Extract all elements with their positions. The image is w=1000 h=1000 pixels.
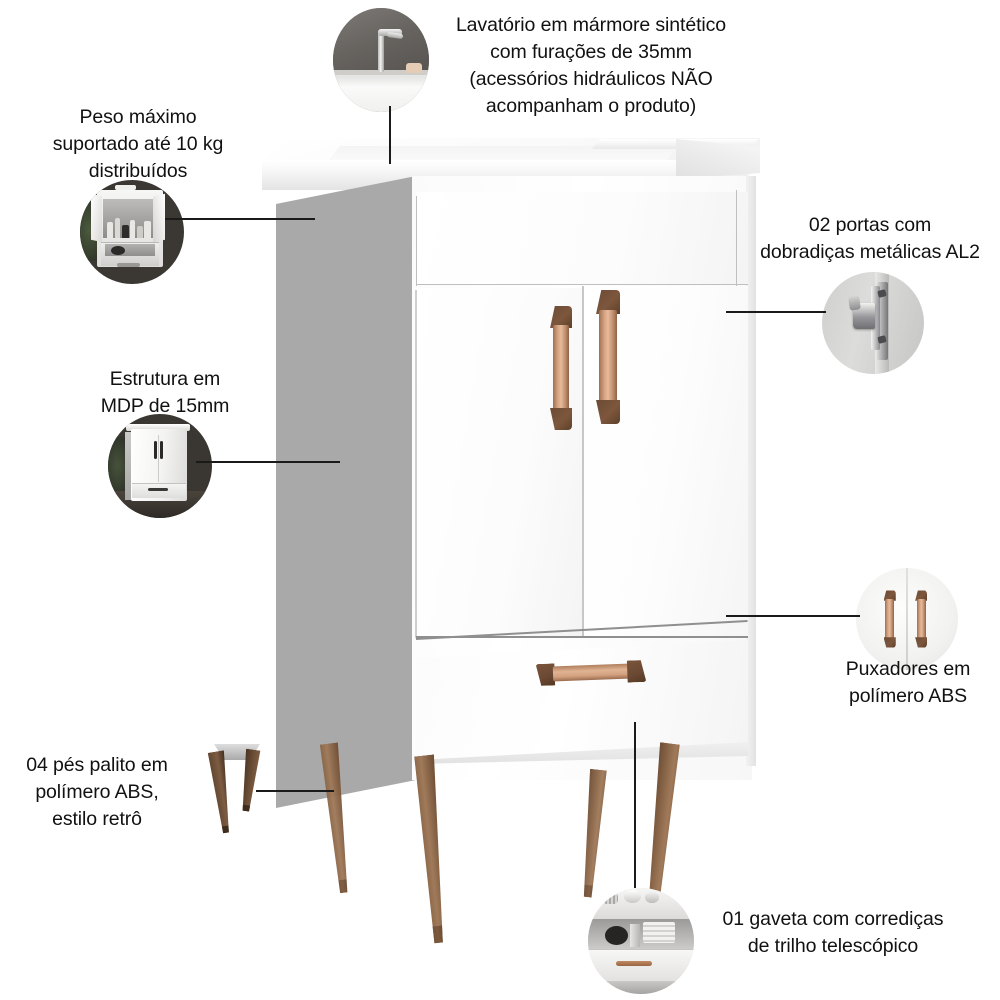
callout-thumb-open-cabinet [80, 180, 184, 284]
leader-line-estrutura-mdp [196, 461, 340, 463]
handle-bar [552, 663, 630, 682]
handle-cap-right [627, 660, 647, 683]
cabinet-drawer[interactable] [416, 640, 748, 760]
handle-icon-right [915, 590, 928, 648]
callout-text-puxadores: Puxadores em polímero ABS [845, 658, 971, 707]
leader-line-peso-maximo [165, 218, 315, 220]
leg-tip [422, 925, 454, 945]
leader-line-lavatorio [389, 106, 391, 164]
cabinet-icon [80, 180, 184, 284]
leg-shaft [404, 754, 453, 944]
handle-bar [599, 310, 617, 404]
doors-bottom-seam [416, 636, 748, 638]
door-left-edge-seam [415, 290, 417, 638]
cabinet-leg-front-left [404, 754, 453, 944]
drawer-handle[interactable] [536, 660, 647, 686]
leader-line-puxadores [726, 615, 860, 617]
handle-bar [553, 324, 569, 412]
callout-text-peso-maximo: Peso máximo suportado até 10 kg distribu… [52, 106, 224, 182]
handle-cap-top [550, 306, 572, 329]
cabinet-side-panel [276, 176, 416, 808]
handle-cap-bottom [596, 399, 620, 424]
callout-thumb-faucet [333, 8, 429, 112]
hinge-icon [822, 272, 924, 374]
handle-cap-bottom [550, 407, 572, 430]
callout-thumb-handles [856, 568, 958, 670]
drawer-icon [588, 888, 694, 994]
callout-thumb-hinge [822, 272, 924, 374]
callout-text-pes-palito: 04 pés palito em polímero ABS, estilo re… [26, 754, 168, 830]
handle-icon [856, 568, 958, 670]
furniture-leg-icon-left [202, 750, 237, 834]
leader-line-pes-palito [256, 790, 334, 792]
leader-line-portas [726, 311, 826, 313]
top-rail-right-hairline [736, 190, 738, 286]
callout-thumb-drawer [588, 888, 694, 994]
basin-back-ledge [592, 139, 758, 149]
cabinet-top-rail [416, 192, 748, 284]
callout-thumb-cabinet [108, 414, 212, 518]
leg-shaft [577, 769, 614, 899]
door-center-seam [582, 286, 584, 638]
callout-text-estrutura-mdp: Estrutura em MDP de 15mm [100, 368, 230, 417]
cabinet-leg-back-right [577, 769, 614, 899]
handle-icon-left [883, 590, 896, 648]
cabinet-icon [108, 414, 212, 518]
door-handle-left[interactable] [550, 306, 572, 430]
faucet-icon [333, 8, 429, 112]
callout-text-lavatorio: Lavatório em mármore sintético com furaç… [455, 14, 727, 117]
basin-right-edge [676, 139, 760, 179]
leg-tip [329, 878, 356, 895]
top-rail-left-hairline [416, 196, 418, 286]
cabinet-right-edge [746, 176, 756, 766]
callout-thumb-abs-feet [186, 732, 296, 842]
callout-text-gaveta: 01 gaveta com corrediças de trilho teles… [722, 908, 944, 957]
door-handle-right[interactable] [596, 290, 620, 424]
top-rail-hairline [416, 284, 748, 286]
leader-line-gaveta [634, 722, 636, 888]
callout-text-portas: 02 portas com dobradiças metálicas AL2 [760, 214, 980, 263]
